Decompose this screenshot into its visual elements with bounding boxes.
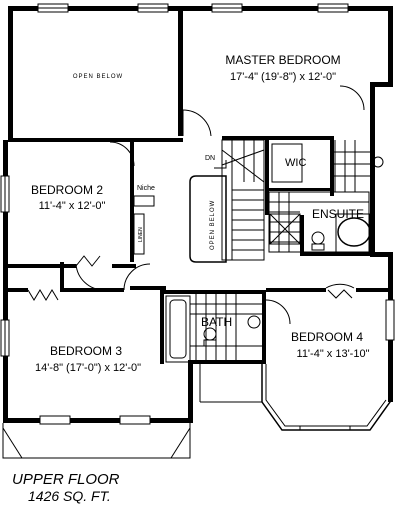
bedroom3-dims: 14'-8" (17'-0") x 12'-0"	[35, 362, 141, 374]
bedroom2-name: BEDROOM 2	[31, 183, 103, 197]
wic-label: WIC	[285, 157, 306, 169]
interior-walls	[8, 6, 390, 364]
open-below-label-2: OPEN BELOW	[210, 200, 216, 250]
room-labels: OPEN BELOW MASTER BEDROOM 17'-4" (19'-8"…	[31, 53, 370, 374]
bath-fixtures	[165, 294, 262, 363]
doors	[27, 85, 365, 325]
open-below-label-1: OPEN BELOW	[73, 74, 123, 80]
master-bedroom-dims: 17'-4" (19'-8") x 12'-0"	[230, 71, 336, 83]
bedroom4-dims: 11'-4" x 13'-10"	[297, 348, 370, 360]
ensuite-fixtures	[268, 140, 384, 253]
bath-label: BATH	[201, 315, 232, 329]
linen-label: LINEN	[138, 227, 144, 242]
floor-caption: UPPER FLOOR 1426 SQ. FT.	[12, 471, 120, 504]
bedroom2-dims: 11'-4" x 12'-0"	[39, 200, 106, 212]
bedroom3-name: BEDROOM 3	[50, 344, 122, 358]
porch-roof	[2, 364, 262, 459]
windows	[0, 3, 395, 425]
bay-window	[261, 340, 391, 431]
niche-label: Niche	[137, 185, 155, 192]
floor-name: UPPER FLOOR	[12, 471, 120, 488]
ensuite-label: ENSUITE	[312, 207, 364, 221]
floor-area: 1426 SQ. FT.	[28, 488, 111, 504]
master-bedroom-name: MASTER BEDROOM	[225, 53, 340, 67]
stairs	[189, 139, 265, 263]
bedroom4-name: BEDROOM 4	[291, 330, 363, 344]
niche-linen	[133, 195, 155, 255]
dn-label: DN	[205, 155, 215, 162]
